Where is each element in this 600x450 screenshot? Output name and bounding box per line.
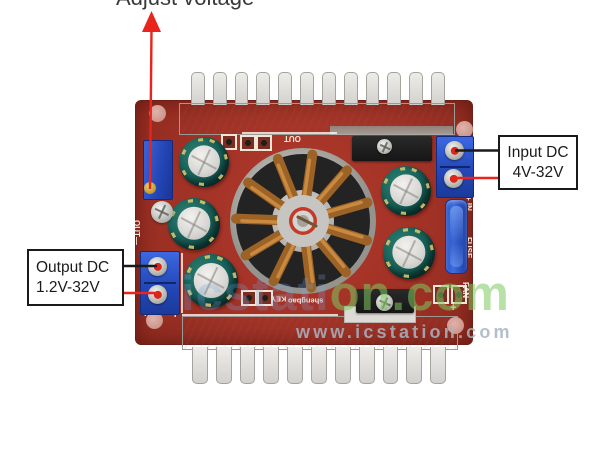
solder-pad [256, 135, 272, 151]
silk-fan-plus: + [450, 302, 457, 314]
trimmer-adjust-screw [144, 182, 156, 194]
toroid-inductor [230, 148, 376, 294]
output-terminal-screw-minus [148, 285, 167, 304]
heatsink-fin [239, 347, 256, 384]
silk-brand-label: shengbao [288, 296, 324, 306]
power-component [352, 136, 432, 161]
heatsink-fin [358, 347, 375, 384]
solder-pad [240, 135, 256, 151]
heatsink-fin [311, 347, 327, 384]
input-terminal-screw-plus [445, 141, 464, 160]
heatsink-fin [409, 72, 424, 105]
adjust-arrow-head [142, 11, 161, 32]
screw [151, 201, 173, 223]
heatsink-fin [365, 72, 380, 105]
heatsink-shadow [330, 126, 453, 135]
mounting-hole [146, 312, 163, 329]
silk-key-label: KEY [271, 294, 287, 304]
fan-header-pad [433, 285, 449, 304]
heatsink-fin [234, 72, 249, 105]
screw [377, 139, 392, 154]
heatsink-fin [300, 72, 314, 105]
heatsink-fin [431, 72, 445, 105]
silk-fuse-label: FUSE [464, 237, 473, 259]
heatsink-fin [263, 347, 280, 384]
solder-pad [241, 290, 257, 306]
heatsink-fin [287, 347, 304, 384]
mounting-hole [447, 317, 464, 334]
fan-header-pad [451, 285, 467, 304]
output-callout-range: 1.2V-32V [36, 278, 100, 296]
silk-out-top-label: OUT [284, 134, 301, 143]
screw [376, 294, 393, 311]
heatsink-fin [406, 347, 423, 384]
heatsink-fin [430, 347, 446, 384]
input-terminal-screw-minus [444, 169, 463, 188]
input-callout: Input DC 4V-32V [498, 135, 578, 190]
heatsink-fin [191, 72, 205, 105]
silk-output-plus2: + [172, 309, 179, 321]
adjust-voltage-label: Adjust voltage [116, 0, 254, 11]
silk-out-label: OUT— [132, 220, 141, 245]
capacitor [168, 198, 220, 250]
mounting-hole [456, 121, 473, 138]
solder-pad [257, 290, 273, 306]
input-callout-title: Input DC [507, 144, 569, 162]
heatsink-fin [278, 72, 293, 105]
output-callout: Output DC 1.2V-32V [27, 249, 124, 306]
silk-line [242, 132, 337, 134]
heatsink-fin [382, 347, 399, 384]
heatsink-fin [343, 72, 358, 105]
heatsink-fin [192, 347, 208, 384]
silk-in-label: + IN [464, 196, 473, 211]
heatsink-bottom [182, 316, 458, 350]
capacitor [383, 227, 435, 279]
heatsink-fin [334, 347, 351, 384]
heatsink-bottom-fins [188, 347, 450, 384]
heatsink-fin [212, 72, 227, 105]
mounting-hole [149, 105, 166, 122]
capacitor [381, 166, 431, 216]
input-callout-range: 4V-32V [512, 163, 564, 181]
fuse [445, 199, 468, 274]
heatsink-top-fins [187, 72, 449, 105]
silk-line [182, 314, 338, 316]
output-callout-title: Output DC [36, 259, 110, 277]
capacitor [179, 137, 229, 187]
heatsink-fin [387, 72, 402, 105]
capacitor [184, 254, 238, 308]
heatsink-fin [321, 72, 336, 105]
heatsink-fin [215, 347, 232, 384]
silk-line [181, 253, 183, 313]
solder-pad [221, 134, 237, 150]
output-terminal-screw-plus [148, 257, 167, 276]
heatsink-fin [256, 72, 271, 105]
silk-fan-label: FAN [461, 282, 470, 298]
